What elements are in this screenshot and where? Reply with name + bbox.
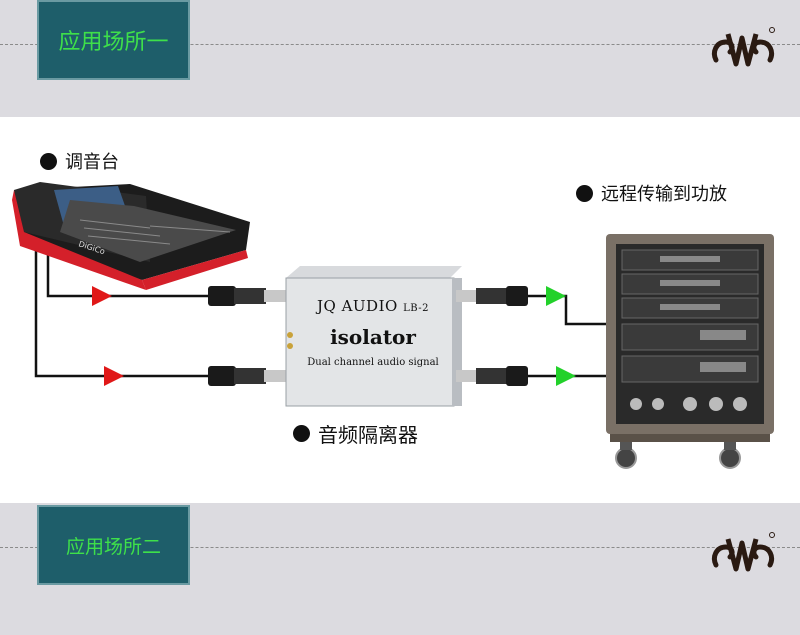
xlr-connector-in-1	[208, 286, 286, 306]
amp-label: 远程传输到功放	[576, 180, 727, 206]
arrow-ch2-out	[556, 366, 576, 386]
isolator-desc: Dual channel audio signal	[283, 357, 463, 368]
bullet-icon	[576, 185, 593, 202]
diagram-area: DiGiCo	[0, 117, 800, 503]
isolator-panel-text: JQ AUDIO LB-2 isolator Dual channel audi…	[283, 267, 463, 407]
xlr-connector-in-2	[208, 366, 286, 386]
isolator-name: isolator	[283, 325, 463, 349]
amplifier-rack-icon	[606, 234, 774, 468]
mixer-label: 调音台	[40, 148, 119, 174]
arrow-ch1-out	[546, 286, 566, 306]
brand-logo-icon	[708, 24, 778, 72]
line-ch1-out	[520, 296, 612, 324]
xlr-connector-out-2	[456, 366, 528, 386]
footer-tab: 应用场所二	[37, 505, 190, 585]
bullet-icon	[293, 425, 310, 442]
header-tab: 应用场所一	[37, 0, 190, 80]
isolator-label: 音频隔离器	[293, 419, 418, 448]
brand-logo-icon	[708, 529, 778, 577]
arrow-ch1-in	[92, 286, 112, 306]
isolator-brand: JQ AUDIO LB-2	[283, 297, 463, 315]
xlr-connector-out-1	[456, 286, 528, 306]
arrow-ch2-in	[104, 366, 124, 386]
bullet-icon	[40, 153, 57, 170]
